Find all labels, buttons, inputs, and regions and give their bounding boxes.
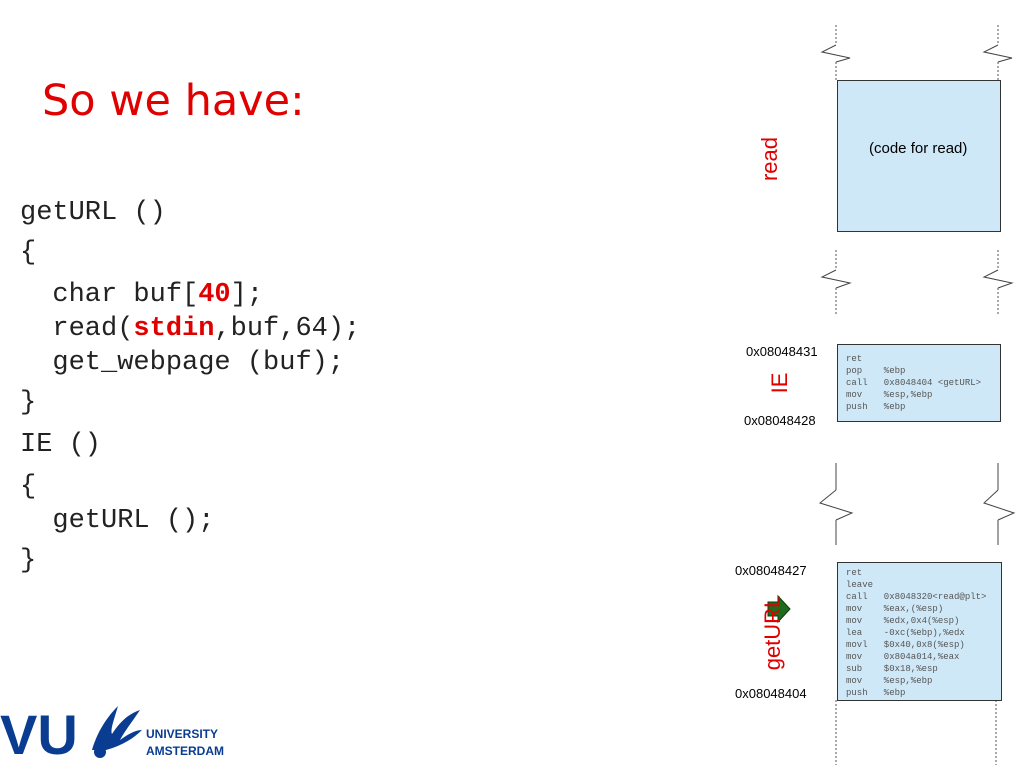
vu-logo-icon: VU UNIVERSITY AMSTERDAM [0,703,224,766]
university-logo: VU UNIVERSITY AMSTERDAM [0,700,230,769]
svg-text:VU: VU [0,703,78,764]
geturl-address-bottom: 0x08048404 [735,686,807,701]
ie-label: IE [767,372,792,394]
code-read-post: ,buf,64); [214,314,361,344]
code-char-pre: char buf[ [20,280,199,310]
code-read-pre: read( [20,314,134,344]
geturl-assembly-listing: ret leave call 0x8048320<read@plt> mov %… [846,568,987,698]
return-arrow-icon [767,594,791,624]
logo-line2: AMSTERDAM [146,744,224,758]
code-getURL-signature: getURL () [20,198,166,228]
code-close-brace-1: } [20,388,37,418]
code-read-line: read(stdin,buf,64); [20,312,360,346]
code-open-brace-2: { [20,472,37,502]
geturl-code-box [837,562,1002,701]
code-char-buf-line: char buf[40]; [20,278,263,312]
code-open-brace-1: { [20,238,37,268]
code-get-webpage-line: get_webpage (buf); [20,348,345,378]
ie-code-box [837,344,1001,422]
code-ie-signature: IE () [20,430,102,460]
read-code-box [837,80,1001,232]
code-buffer-size: 40 [198,280,231,310]
code-close-brace-2: } [20,546,37,576]
code-stdin: stdin [133,314,215,344]
geturl-label: getURL [760,595,785,671]
ie-assembly-listing: ret pop %ebp call 0x8048404 <getURL> mov… [846,354,982,412]
geturl-address-top: 0x08048427 [735,563,807,578]
code-char-post: ]; [230,280,264,310]
ie-address-bottom: 0x08048428 [744,413,816,428]
read-label: read [757,136,782,182]
slide-title: So we have: [42,76,305,126]
read-box-text: (code for read) [869,140,968,157]
logo-line1: UNIVERSITY [146,727,218,741]
ie-address-top: 0x08048431 [746,344,818,359]
code-call-geturl-line: getURL (); [20,506,215,536]
